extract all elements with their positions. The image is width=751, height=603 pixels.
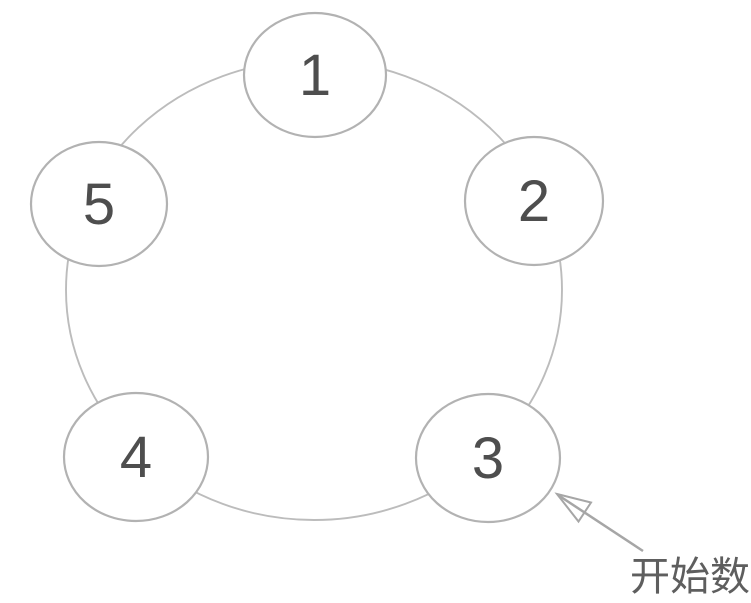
arrow-shaft <box>557 493 644 553</box>
node-2-label: 2 <box>518 169 550 234</box>
node-5-circle <box>29 140 169 268</box>
node-1-label: 1 <box>299 43 331 108</box>
node-1: 1 <box>242 11 388 139</box>
node-4: 4 <box>62 391 210 523</box>
node-2-circle <box>463 135 605 267</box>
node-4-circle <box>62 391 210 523</box>
node-3-circle <box>414 392 562 524</box>
node-2: 2 <box>463 135 605 267</box>
start-arrow <box>554 492 644 553</box>
arrowhead-icon <box>554 492 593 524</box>
start-counting-label: 开始数 <box>630 555 750 599</box>
node-1-circle <box>242 11 388 139</box>
node-5-label: 5 <box>83 172 115 237</box>
node-3: 3 <box>414 392 562 524</box>
node-3-label: 3 <box>472 426 504 491</box>
node-4-label: 4 <box>120 425 152 490</box>
node-5: 5 <box>29 140 169 268</box>
